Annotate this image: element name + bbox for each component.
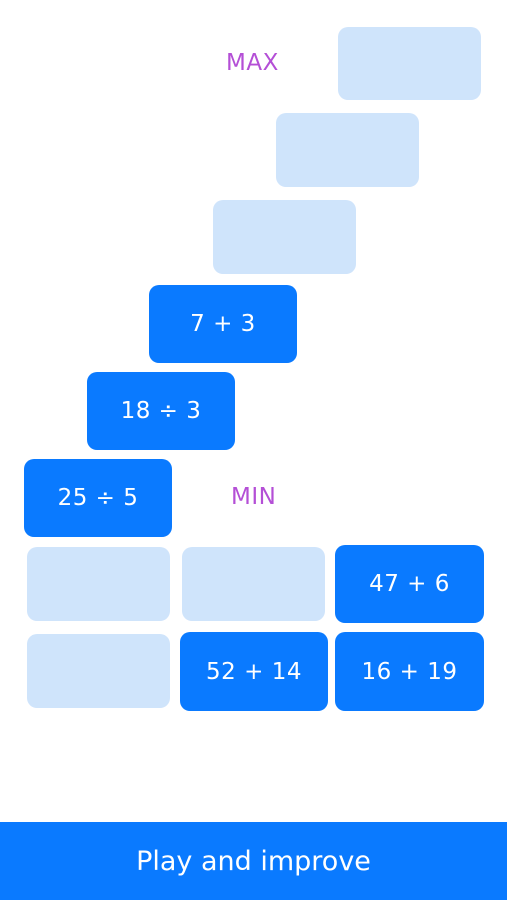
max-label: MAX bbox=[226, 50, 279, 76]
stair-tile-4[interactable]: 7 + 3 bbox=[149, 285, 297, 363]
stair-slot-3[interactable] bbox=[213, 200, 356, 274]
play-and-improve-button[interactable]: Play and improve bbox=[0, 822, 507, 900]
pool-slot-1[interactable] bbox=[27, 547, 170, 621]
stair-slot-1[interactable] bbox=[338, 27, 481, 100]
stair-tile-6[interactable]: 25 ÷ 5 bbox=[24, 459, 172, 537]
play-button-label: Play and improve bbox=[136, 845, 371, 877]
pool-tile-6[interactable]: 16 + 19 bbox=[335, 632, 484, 711]
stair-slot-2[interactable] bbox=[276, 113, 419, 187]
pool-tile-3[interactable]: 47 + 6 bbox=[335, 545, 484, 623]
pool-slot-2[interactable] bbox=[182, 547, 325, 621]
min-label: MIN bbox=[231, 484, 277, 510]
stair-tile-5[interactable]: 18 ÷ 3 bbox=[87, 372, 235, 450]
pool-tile-5[interactable]: 52 + 14 bbox=[180, 632, 328, 711]
pool-slot-4[interactable] bbox=[27, 634, 170, 708]
